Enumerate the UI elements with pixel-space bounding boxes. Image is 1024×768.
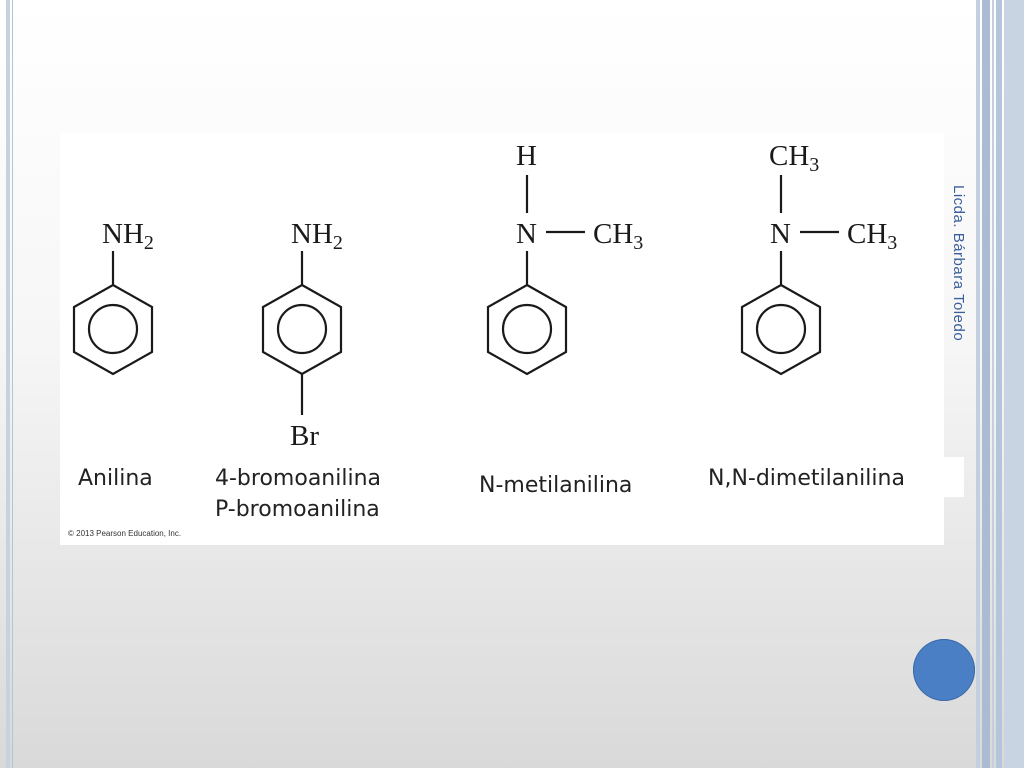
bromine-label: Br [290, 420, 319, 452]
label-n-metilanilina: N-metilanilina [479, 473, 633, 498]
aniline-structure [72, 251, 154, 376]
methylaniline-ch3-label: CH3 [593, 218, 643, 254]
right-frame-band [996, 0, 1002, 768]
dimethylaniline-n-label: N [770, 218, 791, 250]
dimethylaniline-structure [740, 175, 839, 376]
right-frame-band [982, 0, 990, 768]
author-credit: Licda. Bárbara Toledo [950, 185, 967, 342]
structures-svg: NH2 NH2 Br H N CH3 CH3 N CH3 [72, 140, 897, 452]
aniline-nh2-label: NH2 [102, 218, 154, 254]
copyright-notice: © 2013 Pearson Education, Inc. [68, 529, 182, 538]
left-frame-line-thin [12, 0, 13, 768]
label-n-n-dimetilanilina: N,N-dimetilanilina [700, 457, 964, 497]
right-frame-band [976, 0, 980, 768]
label-anilina: Anilina [78, 466, 153, 491]
chemical-structures-figure: NH2 NH2 Br H N CH3 CH3 N CH3 [60, 133, 944, 545]
label-p-bromoanilina: P-bromoanilina [215, 497, 380, 522]
methylaniline-h-label: H [516, 140, 537, 172]
right-frame-band [992, 0, 994, 768]
dimethylaniline-top-ch3-label: CH3 [769, 140, 819, 176]
decorative-circle [913, 639, 975, 701]
dimethylaniline-right-ch3-label: CH3 [847, 218, 897, 254]
bromoaniline-structure [261, 251, 343, 415]
bromoaniline-nh2-label: NH2 [291, 218, 343, 254]
methylaniline-n-label: N [516, 218, 537, 250]
label-4-bromoanilina: 4-bromoanilina [215, 466, 381, 491]
methylaniline-structure [486, 175, 585, 376]
right-frame-band [1004, 0, 1024, 768]
left-frame-line [6, 0, 10, 768]
